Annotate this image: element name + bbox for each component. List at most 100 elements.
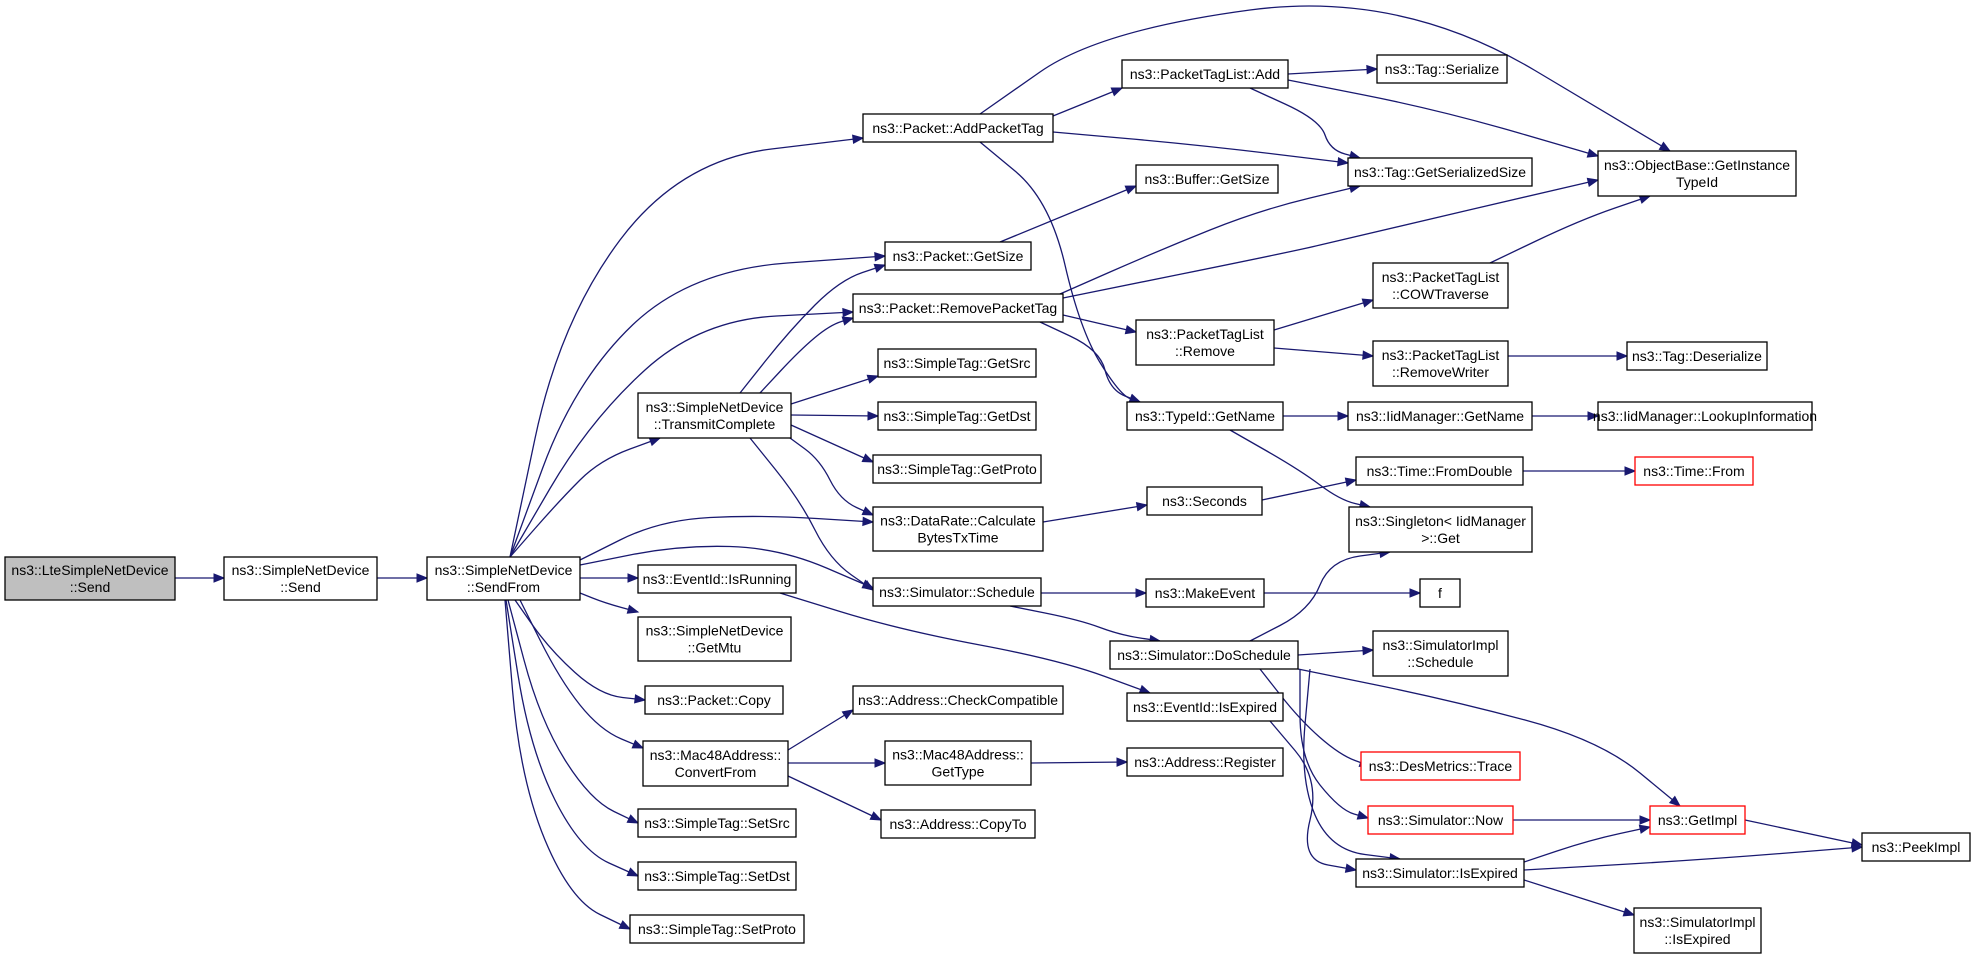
edge-packet_addpackettag-to-tag_getserializedsize [1052,131,1350,167]
node-label: ns3::SimulatorImpl [1640,914,1756,930]
node-singleton-get[interactable]: ns3::Singleton< IidManager >::Get [1348,506,1533,553]
edge-snd_send-to-snd_sendfrom [377,573,429,583]
node-label: ns3::TypeId::GetName [1135,408,1275,424]
node-lte-send[interactable]: ns3::LteSimpleNetDevice::Send [4,556,176,601]
node-label: ns3::SimpleTag::GetSrc [883,355,1030,371]
edge-snd_transmitcomplete-to-simulator_schedule [749,437,875,591]
node-label: ns3::Tag::Serialize [1385,61,1500,77]
edge-packettaglist_add-to-objectbase_getinstancetypeid [1287,79,1600,158]
node-typeid-getname[interactable]: ns3::TypeId::GetName [1126,401,1284,431]
edge-snd_sendfrom-to-eventid_isrunning [580,573,640,583]
node-eventid-isexpired[interactable]: ns3::EventId::IsExpired [1126,692,1284,722]
node-simpletag-setdst[interactable]: ns3::SimpleTag::SetDst [637,861,797,891]
node-simulator-now[interactable]: ns3::Simulator::Now [1367,805,1514,835]
node-packettaglist-removewriter[interactable]: ns3::PacketTagList::RemoveWriter [1372,340,1509,387]
node-label: GetType [932,764,985,780]
node-packettaglist-cowtraverse[interactable]: ns3::PacketTagList::COWTraverse [1372,262,1509,309]
node-snd-getmtu[interactable]: ns3::SimpleNetDevice::GetMtu [637,616,792,662]
node-label: ns3::SimpleTag::SetSrc [644,815,790,831]
node-simpletag-getdst[interactable]: ns3::SimpleTag::GetDst [877,401,1037,431]
node-label: ns3::Simulator::Now [1378,812,1504,828]
node-packet-addpackettag[interactable]: ns3::Packet::AddPacketTag [862,113,1054,143]
node-simulator-isexpired[interactable]: ns3::Simulator::IsExpired [1355,858,1525,888]
node-packet-copy[interactable]: ns3::Packet::Copy [644,685,784,715]
edge-snd_transmitcomplete-to-simpletag_getdst [790,411,880,421]
node-address-register[interactable]: ns3::Address::Register [1126,747,1284,777]
edge-packettaglist_remove-to-packettaglist_removewriter [1273,347,1375,360]
node-tag-getserializedsize[interactable]: ns3::Tag::GetSerializedSize [1347,157,1533,187]
node-time-fromdouble[interactable]: ns3::Time::FromDouble [1355,456,1524,486]
node-makeevent[interactable]: ns3::MakeEvent [1145,578,1265,608]
node-label: ns3::Packet::Copy [657,692,771,708]
node-label: ::GetMtu [688,640,742,656]
edge-seconds-to-time_fromdouble [1261,477,1358,501]
node-label: ns3::Address::CopyTo [890,816,1027,832]
node-packettaglist-remove[interactable]: ns3::PacketTagList::Remove [1135,319,1275,366]
node-packettaglist-add[interactable]: ns3::PacketTagList::Add [1121,59,1289,89]
edge-simulator_doschedule-to-getimpl [1297,668,1682,807]
node-label: ns3::Seconds [1162,493,1247,509]
node-label: TypeId [1676,174,1718,190]
node-buffer-getsize[interactable]: ns3::Buffer::GetSize [1135,164,1279,194]
node-mac48-gettype[interactable]: ns3::Mac48Address::GetType [884,740,1032,786]
edge-iidmanager_getname-to-iidmanager_lookupinformation [1532,411,1600,421]
node-simulator-schedule[interactable]: ns3::Simulator::Schedule [872,577,1042,607]
edge-simulator_now-to-getimpl [1513,815,1652,825]
node-iidmanager-getname[interactable]: ns3::IidManager::GetName [1347,401,1533,431]
node-packet-removepackettag[interactable]: ns3::Packet::RemovePacketTag [852,293,1064,323]
node-label: ns3::SimpleTag::GetProto [877,461,1037,477]
node-tag-serialize[interactable]: ns3::Tag::Serialize [1376,54,1508,84]
node-packet-getsize[interactable]: ns3::Packet::GetSize [884,241,1032,271]
node-snd-send[interactable]: ns3::SimpleNetDevice::Send [223,556,378,601]
edge-snd_sendfrom-to-packet_removepackettag [509,307,855,558]
node-label: ns3::PacketTagList [1382,347,1500,363]
node-address-copyto[interactable]: ns3::Address::CopyTo [880,809,1036,839]
node-desmetrics-trace[interactable]: ns3::DesMetrics::Trace [1360,751,1521,781]
node-simpletag-getproto[interactable]: ns3::SimpleTag::GetProto [872,454,1042,484]
node-label: ::IsExpired [1664,931,1730,947]
node-address-checkcompatible[interactable]: ns3::Address::CheckCompatible [852,685,1064,715]
node-simpletag-setproto[interactable]: ns3::SimpleTag::SetProto [629,914,805,944]
edge-packet_getsize-to-buffer_getsize [999,185,1138,243]
edge-snd_sendfrom-to-packet_addpackettag [509,134,865,558]
edge-makeevent-to-f [1264,588,1422,598]
node-label: ns3::SimulatorImpl [1383,637,1499,653]
node-eventid-isrunning[interactable]: ns3::EventId::IsRunning [637,564,797,594]
node-label: ns3::Tag::Deserialize [1632,348,1762,364]
edge-mac48_convertfrom-to-address_checkcompatible [787,709,855,751]
node-f[interactable]: f [1419,578,1461,608]
node-label: ns3::SimpleNetDevice [435,562,573,578]
node-mac48-convertfrom[interactable]: ns3::Mac48Address::ConvertFrom [642,740,789,787]
node-simulator-doschedule[interactable]: ns3::Simulator::DoSchedule [1109,640,1299,670]
node-simulatorimpl-schedule[interactable]: ns3::SimulatorImpl::Schedule [1372,630,1509,677]
node-label: ns3::PacketTagList [1382,269,1500,285]
edge-packettaglist_cowtraverse-to-objectbase_getinstancetypeid [1489,194,1652,264]
node-simpletag-setsrc[interactable]: ns3::SimpleTag::SetSrc [637,808,797,838]
edge-simulator_schedule-to-makeevent [1041,588,1148,598]
node-label: ns3::Packet::GetSize [893,248,1024,264]
node-label: ns3::PacketTagList [1146,326,1264,342]
node-seconds[interactable]: ns3::Seconds [1146,486,1263,516]
node-getimpl[interactable]: ns3::GetImpl [1649,805,1746,835]
node-label: ns3::SimpleTag::SetDst [644,868,790,884]
node-tag-deserialize[interactable]: ns3::Tag::Deserialize [1626,341,1768,371]
nodes: ns3::LteSimpleNetDevice::Sendns3::Simple… [4,54,1971,954]
node-label: ns3::SimpleNetDevice [646,623,784,639]
node-label: ns3::MakeEvent [1155,585,1255,601]
edge-snd_transmitcomplete-to-packet_getsize [739,263,887,394]
node-simpletag-getsrc[interactable]: ns3::SimpleTag::GetSrc [877,348,1037,378]
node-peekimpl[interactable]: ns3::PeekImpl [1861,832,1971,862]
node-simulatorimpl-isexpired[interactable]: ns3::SimulatorImpl::IsExpired [1633,907,1762,954]
node-label: ns3::Address::Register [1134,754,1276,770]
node-label: ns3::Singleton< IidManager [1355,513,1526,529]
node-snd-sendfrom[interactable]: ns3::SimpleNetDevice::SendFrom [426,556,581,601]
node-label: ns3::EventId::IsExpired [1133,699,1277,715]
node-time-from[interactable]: ns3::Time::From [1634,456,1754,486]
edge-snd_transmitcomplete-to-simpletag_getproto [790,424,875,463]
node-snd-transmitcomplete[interactable]: ns3::SimpleNetDevice::TransmitComplete [637,392,792,439]
node-label: ns3::IidManager::GetName [1356,408,1524,424]
node-iidmanager-lookupinformation[interactable]: ns3::IidManager::LookupInformation [1593,401,1817,431]
node-label: ns3::LteSimpleNetDevice [11,562,168,578]
